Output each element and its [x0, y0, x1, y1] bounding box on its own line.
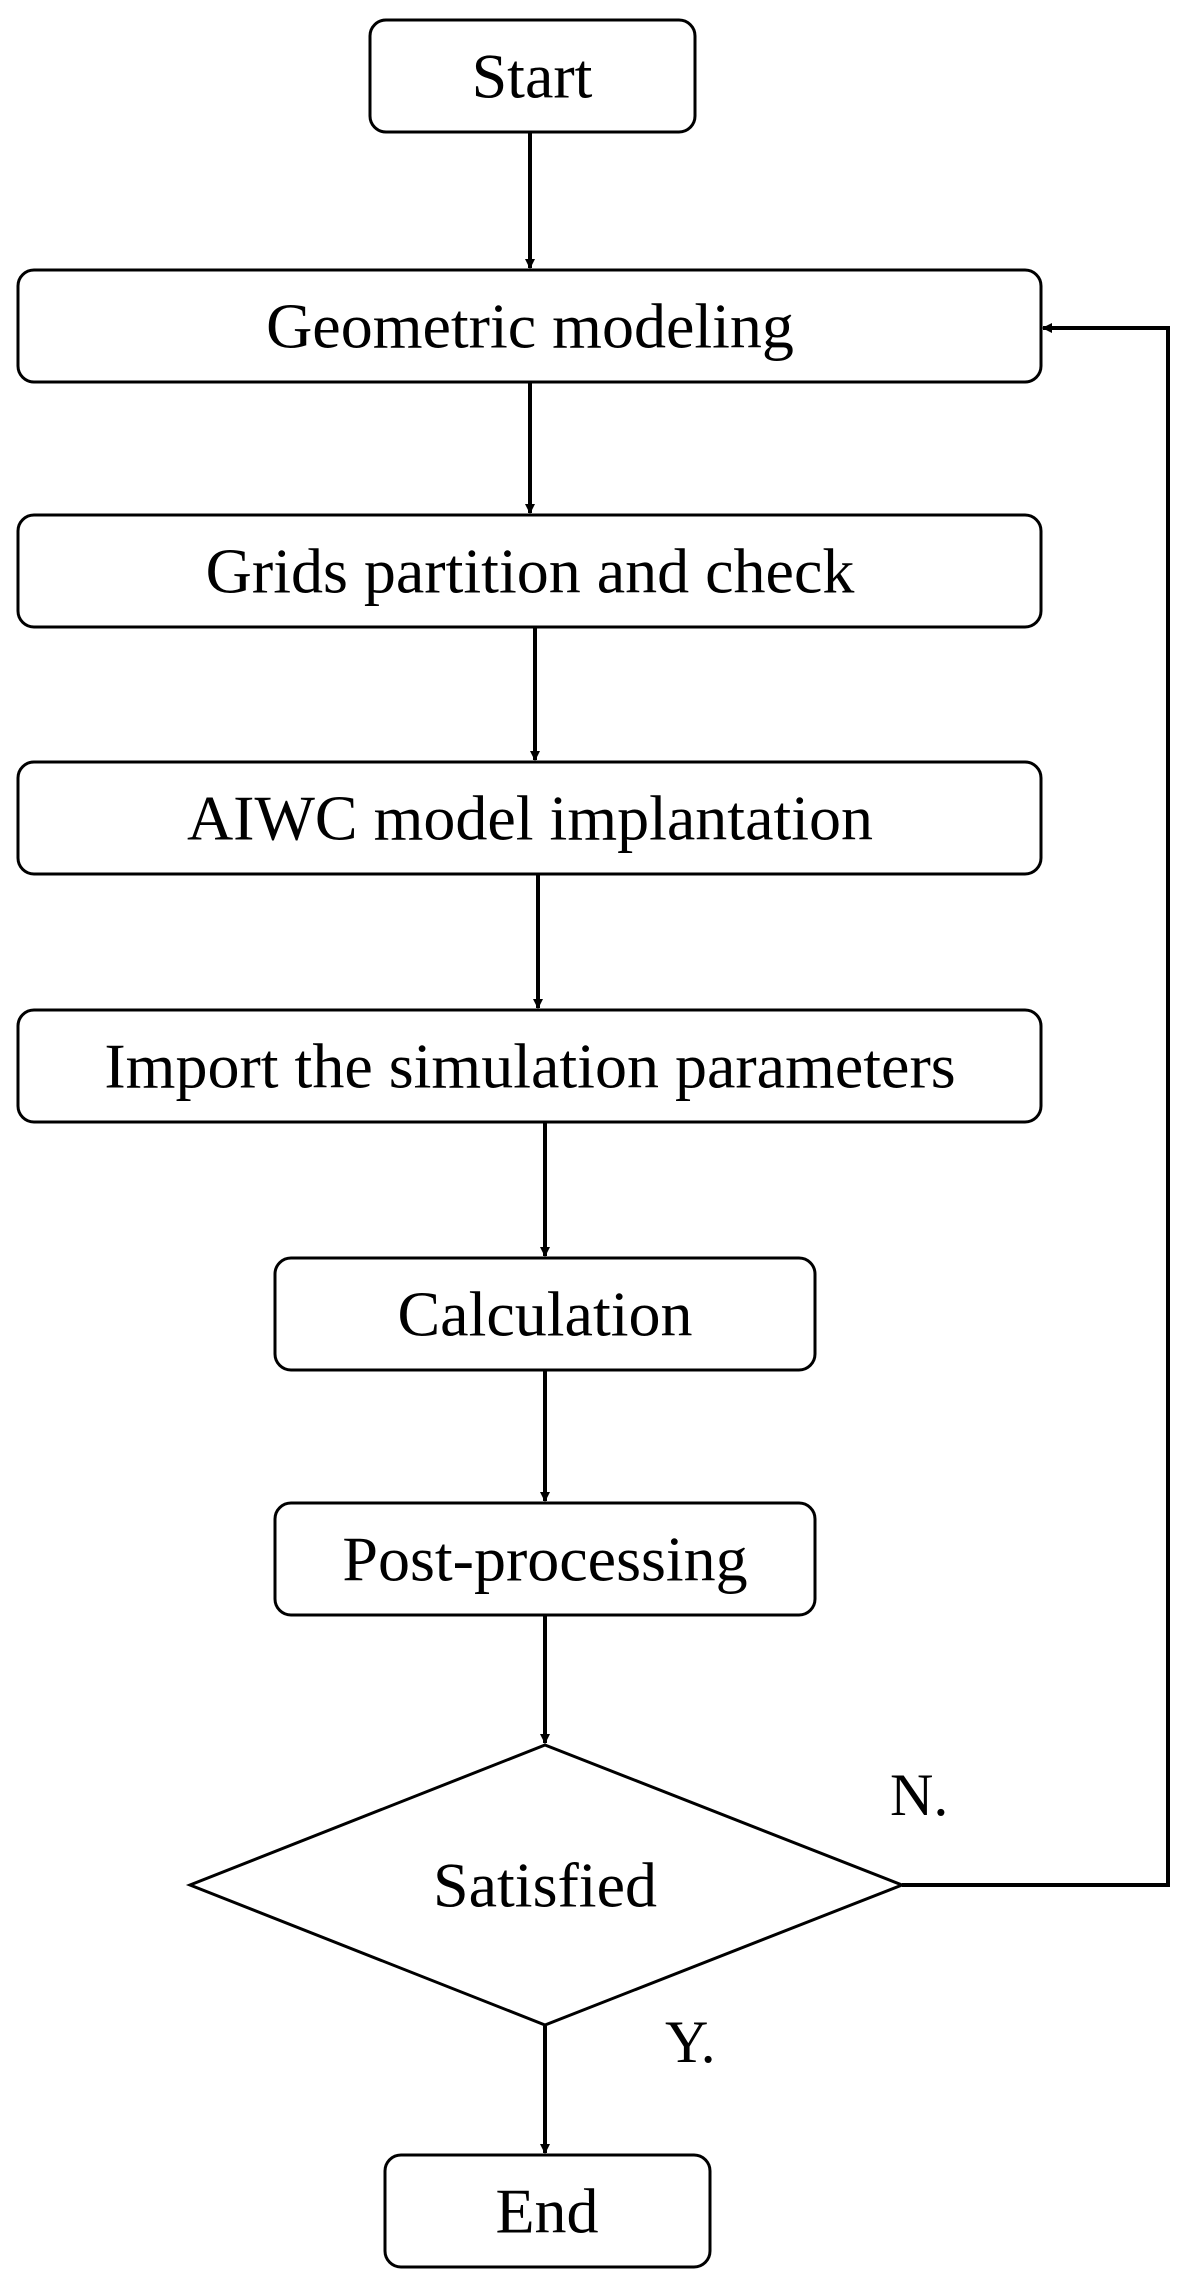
satisfied-label: Satisfied	[433, 1850, 657, 1921]
end-label: End	[495, 2176, 598, 2247]
calculation-label: Calculation	[397, 1279, 692, 1350]
start-label: Start	[472, 41, 593, 112]
satisfied-decision: Satisfied	[185, 1743, 907, 2027]
branch-yes-label: Y.	[665, 2009, 716, 2075]
start-node: Start	[368, 18, 697, 134]
calculation-node: Calculation	[273, 1256, 817, 1372]
geometric-modeling-label: Geometric modeling	[266, 291, 794, 362]
grids-partition-node: Grids partition and check	[16, 513, 1043, 629]
end-node: End	[383, 2153, 712, 2269]
post-processing-label: Post-processing	[342, 1524, 747, 1595]
branch-no-label: N.	[890, 1762, 948, 1828]
import-params-label: Import the simulation parameters	[104, 1031, 955, 1102]
aiwc-model-label: AIWC model implantation	[187, 783, 873, 854]
grids-partition-label: Grids partition and check	[206, 536, 855, 607]
geometric-modeling-node: Geometric modeling	[16, 268, 1043, 384]
aiwc-model-node: AIWC model implantation	[16, 760, 1043, 876]
arrow-no-loop-back	[902, 323, 1170, 1887]
import-params-node: Import the simulation parameters	[16, 1008, 1043, 1124]
post-processing-node: Post-processing	[273, 1501, 817, 1617]
